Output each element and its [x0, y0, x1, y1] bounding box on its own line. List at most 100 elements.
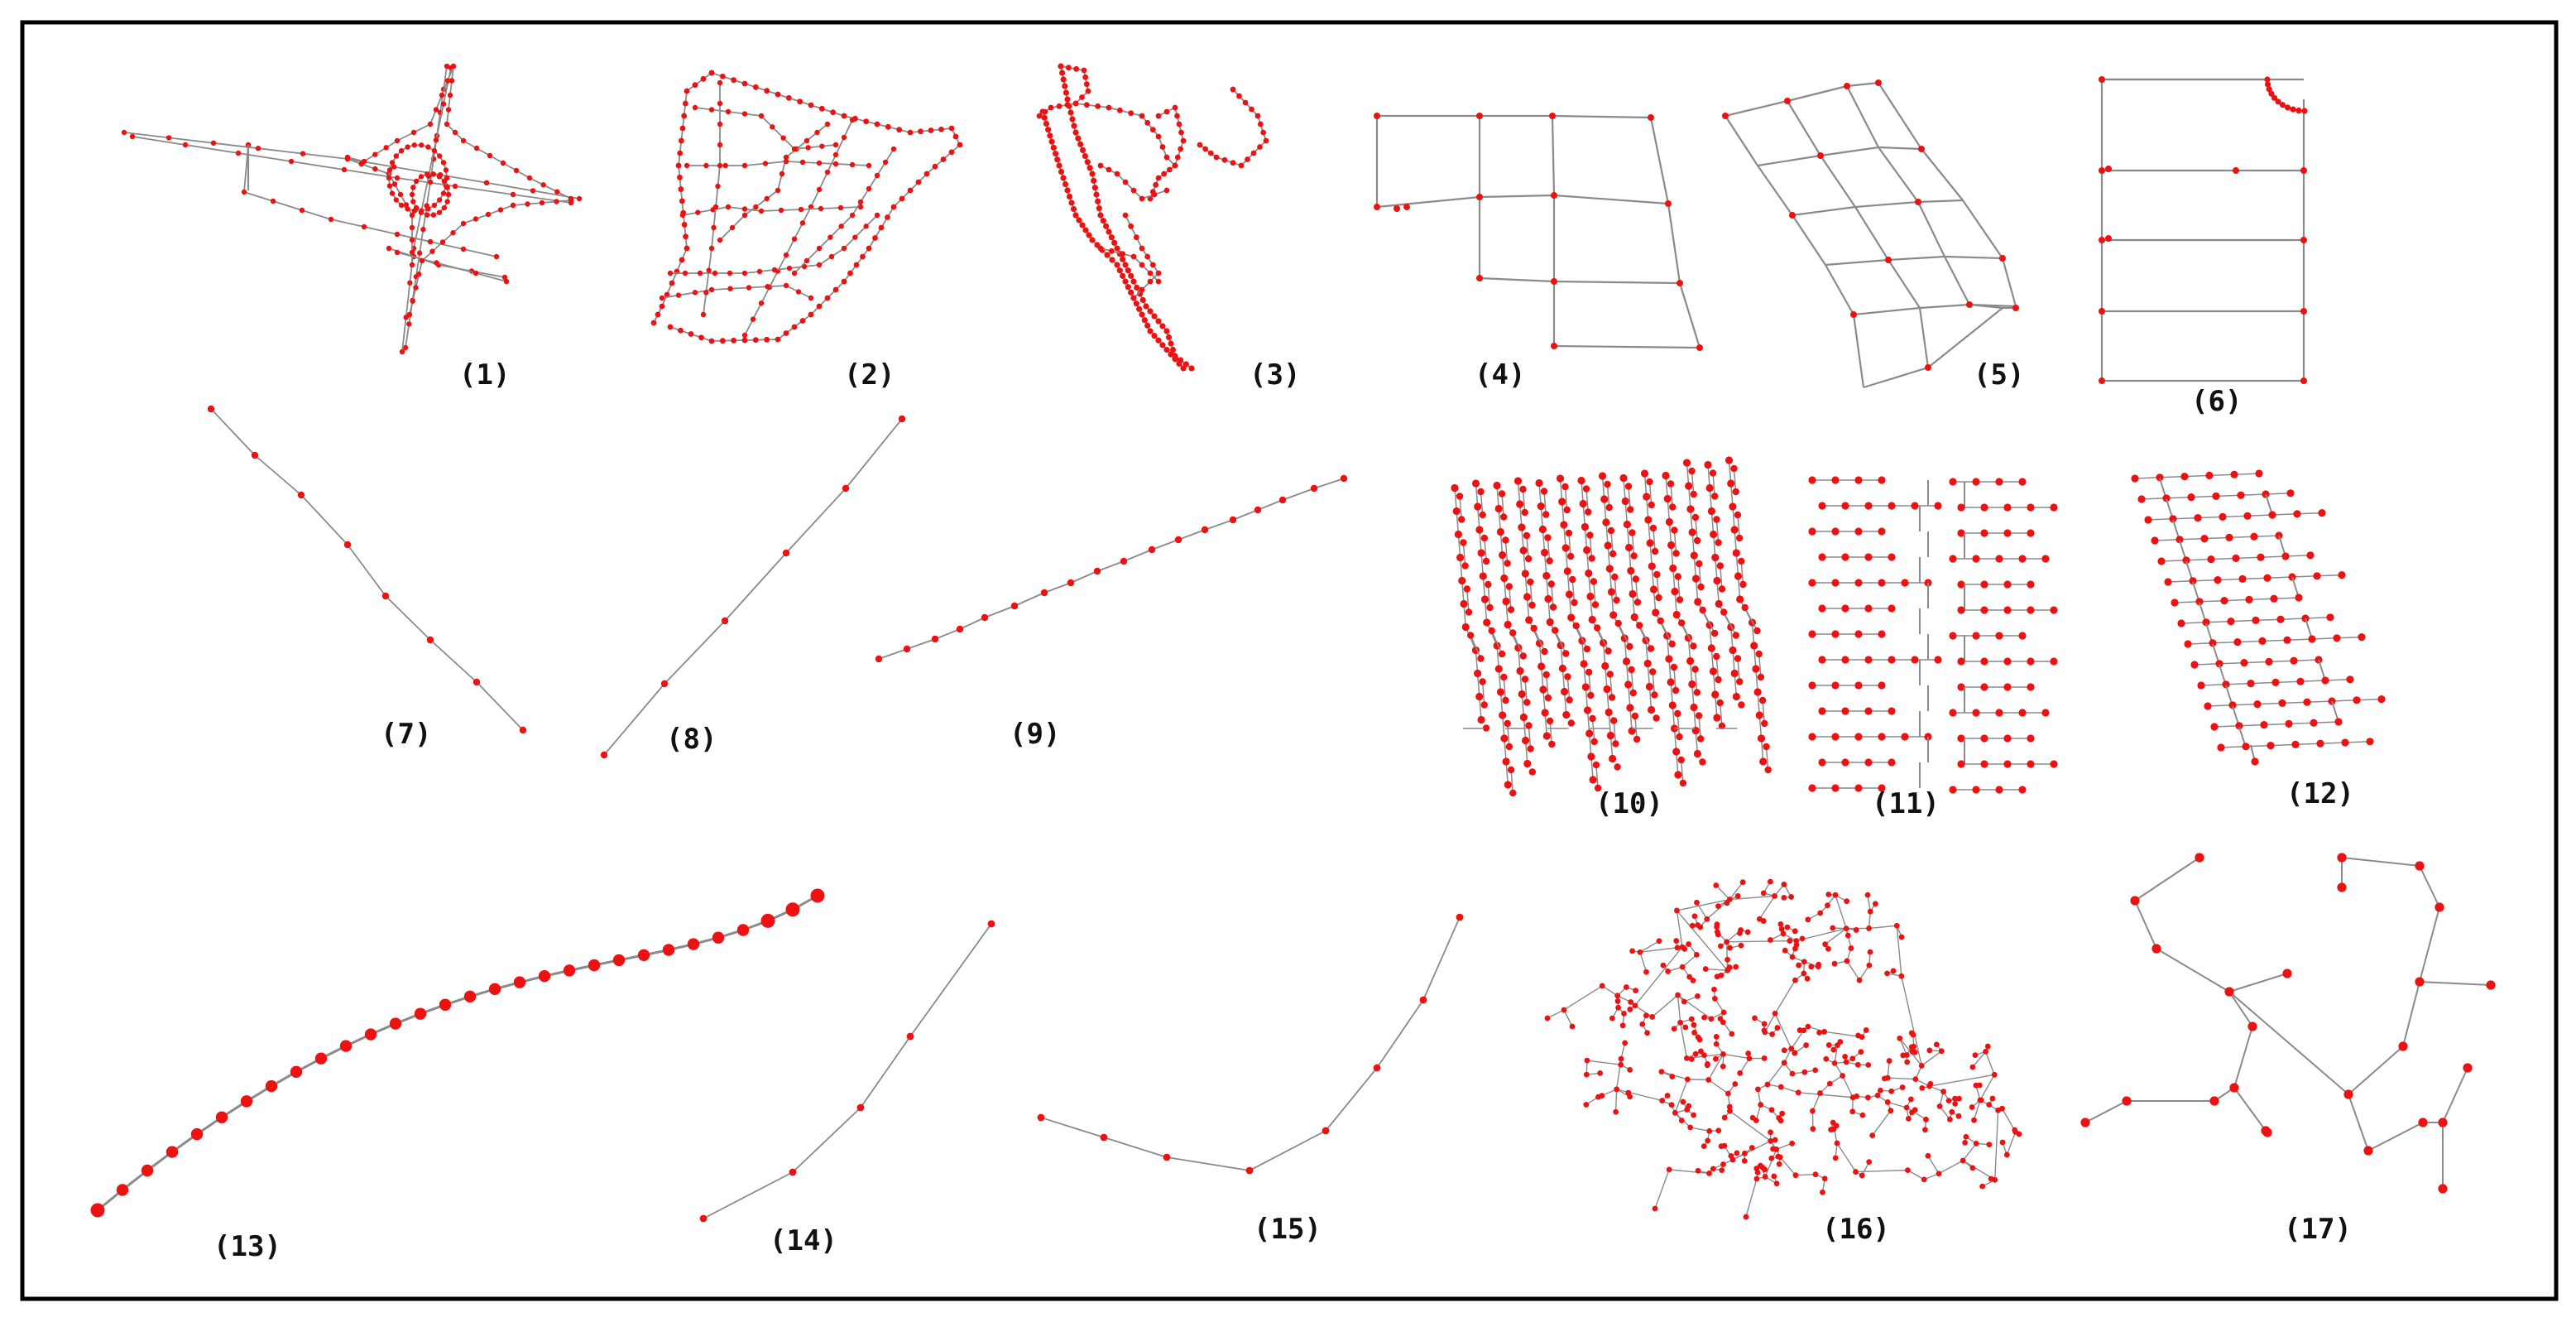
node	[1509, 789, 1517, 797]
node	[501, 274, 508, 281]
edge	[1014, 592, 1045, 607]
node	[1999, 1139, 2006, 1146]
edge	[1634, 1005, 1653, 1017]
edge	[1678, 282, 1701, 349]
node	[1058, 63, 1064, 70]
node	[1688, 528, 1696, 536]
node	[1726, 964, 1733, 970]
node	[1734, 893, 1741, 899]
edge	[1728, 459, 1732, 484]
node	[1626, 704, 1634, 712]
node	[2182, 556, 2190, 565]
node	[1704, 916, 1710, 922]
node	[2232, 554, 2240, 563]
node	[1995, 478, 2003, 486]
node	[1474, 669, 1482, 678]
node	[391, 164, 397, 170]
node	[1139, 296, 1146, 304]
edge	[2159, 475, 2185, 478]
node	[2177, 619, 2185, 627]
node	[500, 160, 506, 166]
node	[1530, 624, 1537, 632]
edge	[802, 161, 820, 164]
edge	[1501, 714, 1505, 739]
node	[1563, 567, 1571, 575]
edge	[1040, 1117, 1105, 1138]
node	[1640, 469, 1649, 478]
edge	[1854, 206, 1889, 261]
edge	[476, 681, 524, 731]
node	[1925, 364, 1931, 371]
node	[1864, 707, 1873, 715]
node	[1528, 768, 1537, 776]
node	[2003, 606, 2012, 614]
node	[717, 100, 723, 107]
edge	[1651, 565, 1655, 590]
node	[1108, 234, 1115, 241]
node	[752, 84, 759, 90]
edge	[2205, 620, 2232, 623]
node	[1696, 560, 1703, 568]
edge	[2215, 494, 2242, 498]
node	[1585, 569, 1593, 578]
node	[1717, 943, 1724, 949]
edge	[1602, 642, 1606, 666]
panel-16-random-tree	[1544, 878, 2022, 1220]
edge	[1825, 264, 1854, 315]
node	[857, 199, 864, 205]
node	[1504, 719, 1511, 728]
edge	[1680, 759, 1684, 784]
node	[1911, 1043, 1917, 1050]
node	[1643, 659, 1652, 668]
node	[1691, 1022, 1697, 1028]
edge	[1737, 575, 1741, 600]
node	[1172, 162, 1178, 169]
node	[427, 121, 434, 127]
node	[418, 174, 425, 180]
edge	[1504, 738, 1507, 762]
node	[1456, 493, 1464, 500]
node	[1831, 630, 1840, 638]
node	[1844, 83, 1850, 89]
node	[1477, 655, 1485, 662]
node	[987, 920, 995, 928]
node	[687, 938, 700, 950]
node	[1504, 560, 1511, 567]
edge	[1528, 725, 1532, 749]
node	[1685, 482, 1693, 490]
edge	[301, 209, 332, 220]
edge	[1677, 576, 1681, 600]
node	[2245, 595, 2253, 604]
node	[1144, 253, 1151, 260]
edge	[1709, 488, 1713, 512]
node	[165, 1146, 179, 1158]
node	[1639, 1021, 1646, 1027]
node	[1695, 993, 1701, 999]
node	[1527, 745, 1534, 752]
node	[1675, 992, 1681, 998]
node	[2204, 702, 2212, 710]
edge	[1708, 1054, 1725, 1080]
node	[1812, 1067, 1819, 1074]
node	[1522, 736, 1530, 745]
node	[389, 1017, 402, 1030]
node	[1921, 1176, 1927, 1183]
node	[1521, 508, 1528, 517]
node	[1726, 1103, 1733, 1110]
edge	[777, 254, 787, 272]
node	[1648, 705, 1656, 714]
node	[2291, 740, 2300, 749]
edge	[1984, 1051, 1995, 1075]
node	[1898, 973, 1905, 979]
node	[1704, 460, 1712, 469]
node	[1808, 527, 1816, 536]
node	[406, 311, 413, 318]
edge	[785, 161, 804, 163]
node	[1562, 710, 1571, 719]
node	[1165, 334, 1173, 341]
node	[1986, 1102, 1993, 1108]
node	[1500, 574, 1509, 583]
edge	[1585, 550, 1590, 574]
node	[1310, 484, 1318, 493]
